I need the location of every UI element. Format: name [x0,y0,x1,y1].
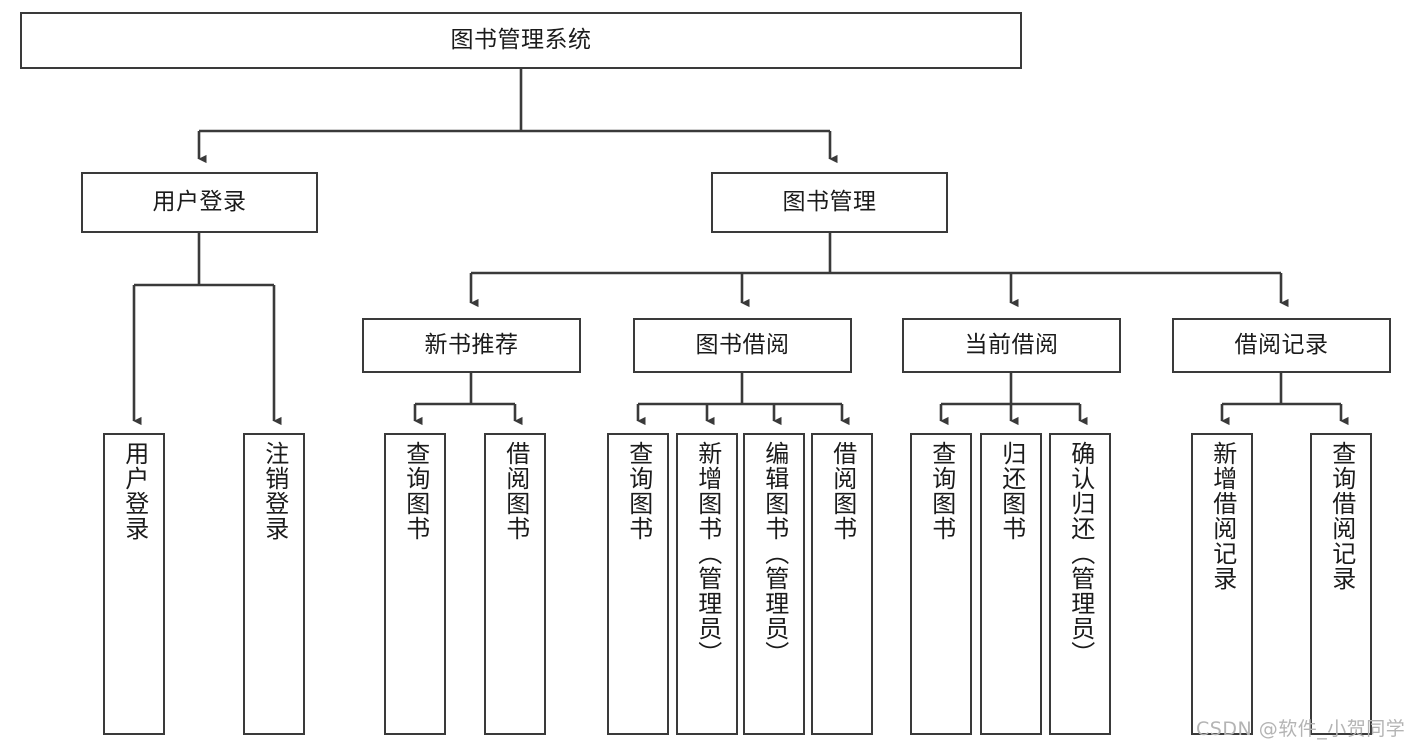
leaf-records-add-record[interactable]: 新增借阅记录 [1191,433,1253,735]
leaf-borrow-edit-book-admin[interactable]: 编辑图书（管理员） [743,433,805,735]
node-current-borrow[interactable]: 当前借阅 [902,318,1121,373]
leaf-new-book-borrow[interactable]: 借阅图书 [484,433,546,735]
node-user-login-label: 用户登录 [152,188,247,215]
leaf-current-return-book-label: 归还图书 [997,441,1026,541]
leaf-user-login-logout-label: 注销登录 [260,441,289,541]
leaf-user-login-login-label: 用户登录 [120,441,149,541]
leaf-records-query-record-label: 查询借阅记录 [1327,441,1356,591]
node-book-management-label: 图书管理 [782,188,877,215]
leaf-new-book-borrow-label: 借阅图书 [501,441,530,541]
leaf-records-add-record-label: 新增借阅记录 [1208,441,1237,591]
node-book-borrow[interactable]: 图书借阅 [633,318,852,373]
leaf-current-query-book[interactable]: 查询图书 [910,433,972,735]
node-current-borrow-label: 当前借阅 [964,331,1059,358]
node-book-management[interactable]: 图书管理 [711,172,948,233]
leaf-borrow-add-book-admin-label: 新增图书（管理员） [693,441,722,666]
node-root-label: 图书管理系统 [450,26,592,53]
leaf-current-return-book[interactable]: 归还图书 [980,433,1042,735]
node-borrow-records-label: 借阅记录 [1234,331,1329,358]
leaf-current-confirm-return-admin[interactable]: 确认归还（管理员） [1049,433,1111,735]
leaf-borrow-edit-book-admin-label: 编辑图书（管理员） [760,441,789,666]
node-new-book-recommend[interactable]: 新书推荐 [362,318,581,373]
node-borrow-records[interactable]: 借阅记录 [1172,318,1391,373]
node-root[interactable]: 图书管理系统 [20,12,1022,69]
leaf-borrow-borrow-book-label: 借阅图书 [828,441,857,541]
leaf-user-login-login[interactable]: 用户登录 [103,433,165,735]
leaf-current-query-book-label: 查询图书 [927,441,956,541]
leaf-borrow-query-book-label: 查询图书 [624,441,653,541]
leaf-records-query-record[interactable]: 查询借阅记录 [1310,433,1372,735]
leaf-borrow-query-book[interactable]: 查询图书 [607,433,669,735]
watermark-text: CSDN @软件_小贺同学 [1196,718,1405,740]
leaf-new-book-query-label: 查询图书 [401,441,430,541]
node-book-borrow-label: 图书借阅 [695,331,790,358]
leaf-new-book-query[interactable]: 查询图书 [384,433,446,735]
node-new-book-recommend-label: 新书推荐 [424,331,519,358]
leaf-borrow-borrow-book[interactable]: 借阅图书 [811,433,873,735]
leaf-current-confirm-return-admin-label: 确认归还（管理员） [1066,441,1095,666]
node-user-login[interactable]: 用户登录 [81,172,318,233]
leaf-user-login-logout[interactable]: 注销登录 [243,433,305,735]
leaf-borrow-add-book-admin[interactable]: 新增图书（管理员） [676,433,738,735]
